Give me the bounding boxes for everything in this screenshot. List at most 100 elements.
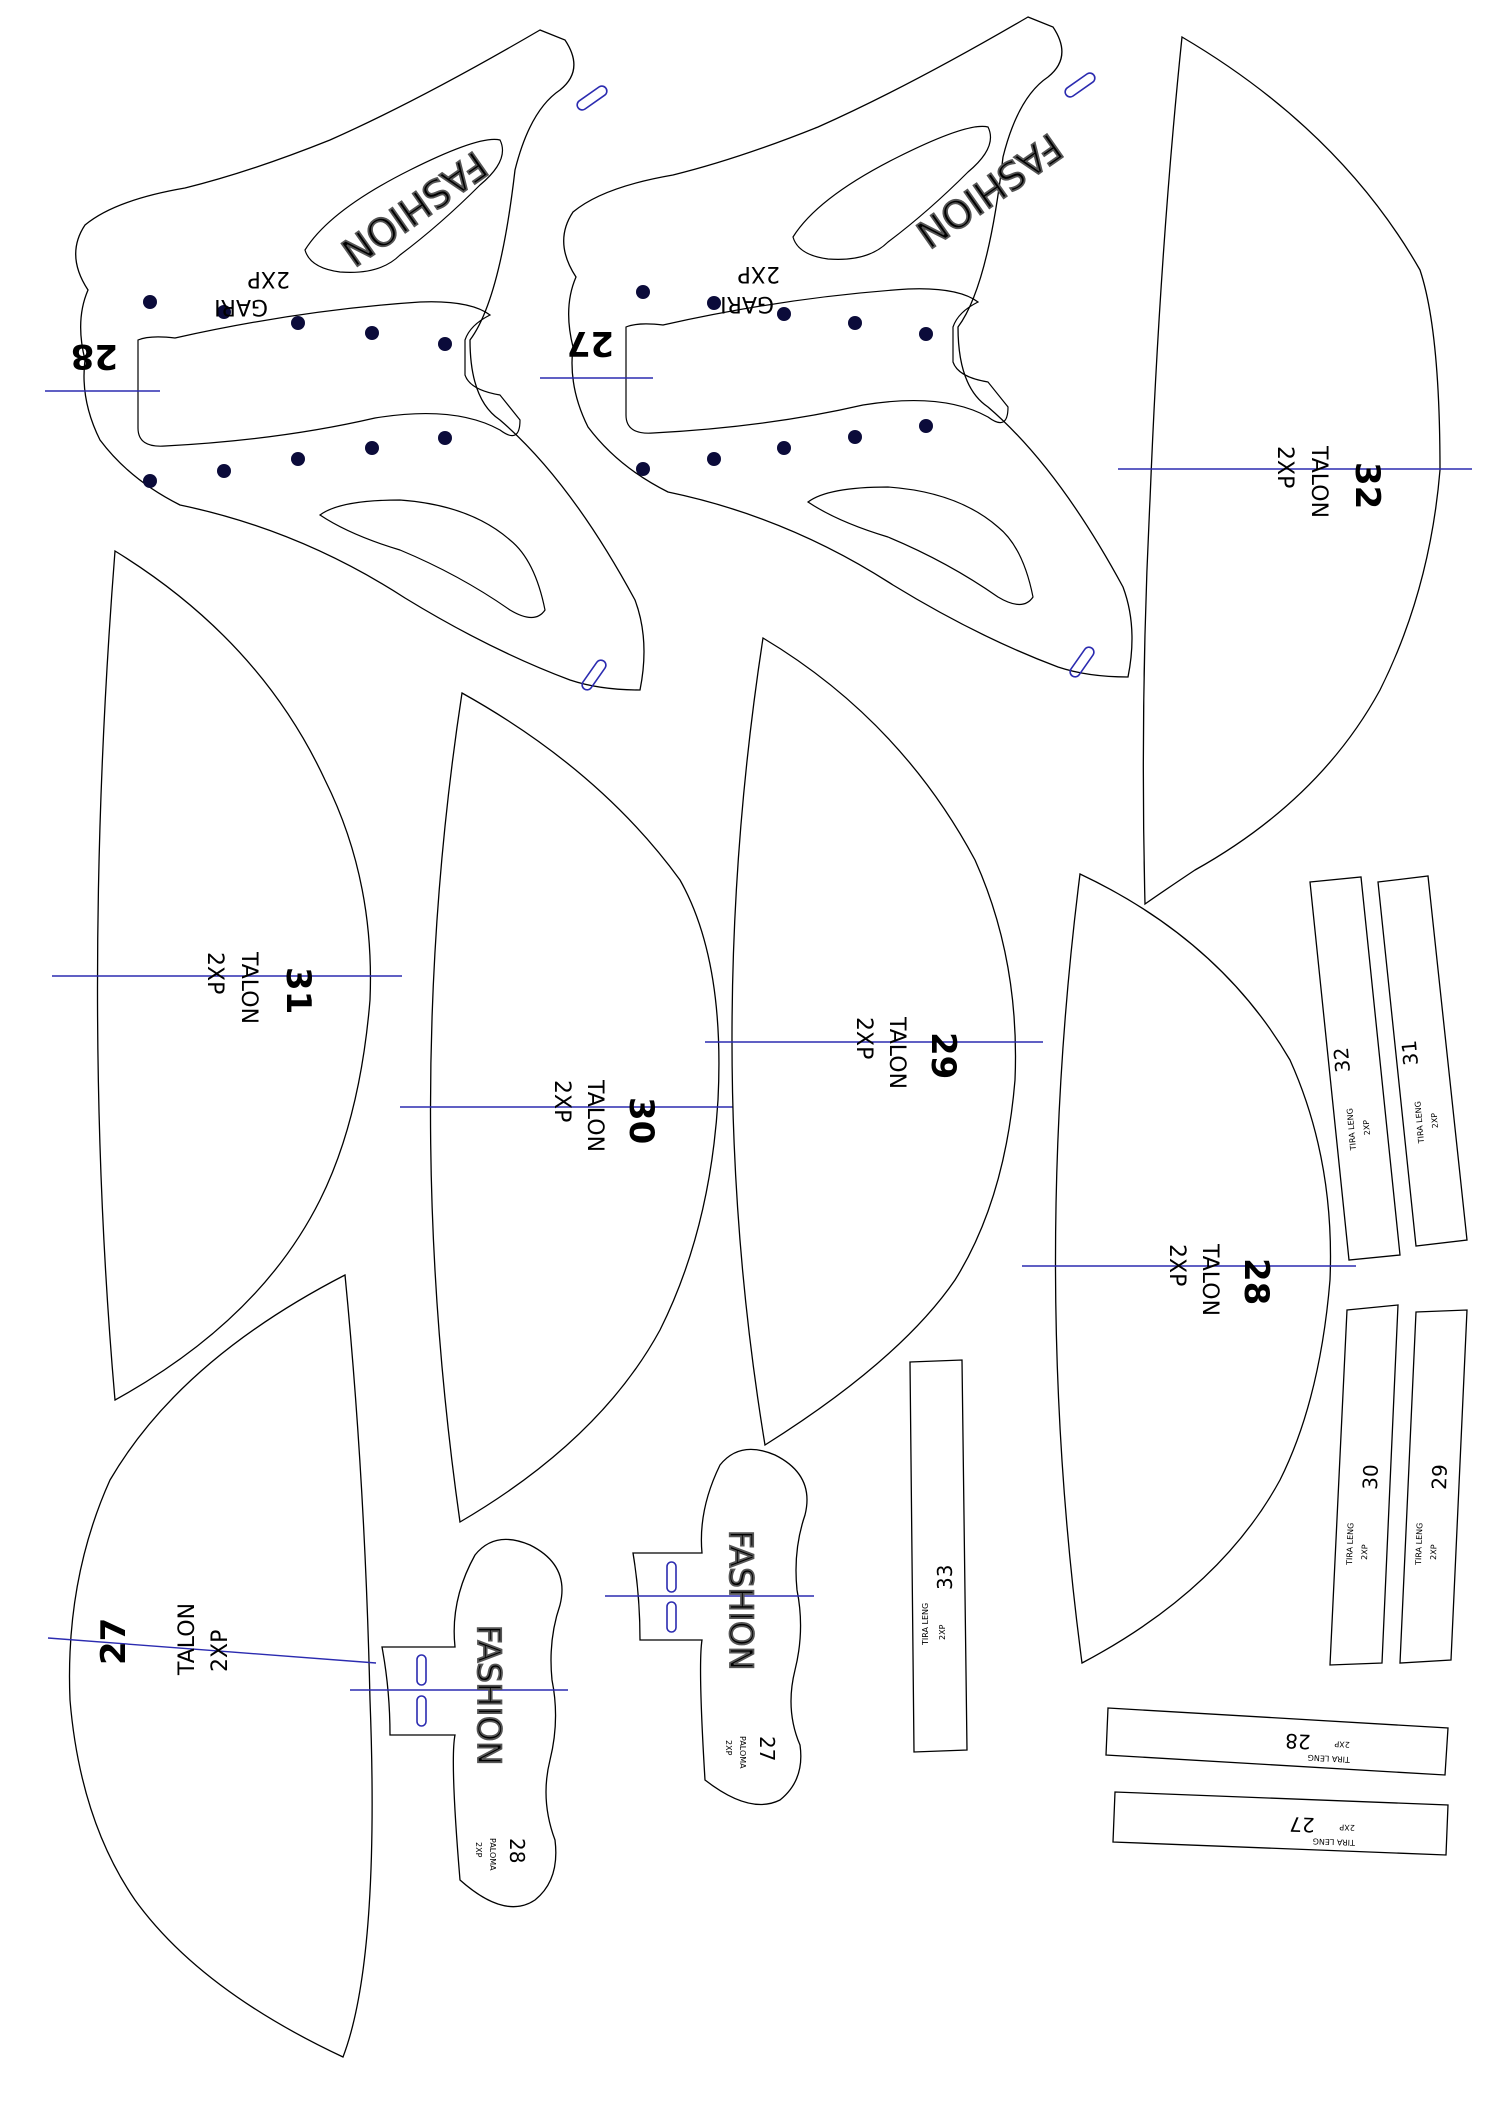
eyelet-hole	[919, 327, 933, 341]
vamp-slot	[1069, 646, 1095, 678]
eyelet-hole	[365, 441, 379, 455]
size-label: 27	[1289, 1812, 1315, 1837]
tira-strip-31: 31 TIRA LENG 2XP	[1377, 875, 1468, 1247]
paloma-outline	[381, 1538, 563, 1908]
tira-outline	[1377, 875, 1468, 1247]
center-mark	[47, 1637, 377, 1664]
vamp-upper-cutout	[304, 138, 504, 273]
name-label: TALON	[582, 1079, 607, 1152]
qty-label: 2XP	[549, 1080, 574, 1122]
eyelet-hole	[777, 441, 791, 455]
tira-strip-28: 28 TIRA LENG 2XP	[1105, 1707, 1449, 1776]
qty-label: 2XP	[938, 1624, 947, 1640]
brand-logo: FASHION	[470, 1625, 508, 1765]
qty-label: 2XP	[1339, 1822, 1355, 1832]
vamp-outline	[75, 29, 645, 691]
eyelet-hole	[848, 316, 862, 330]
vamp-piece-28: 28 GARI 2XP FASHION	[45, 29, 645, 691]
qty-label: 2XP	[1164, 1244, 1189, 1286]
size-label: 28	[1236, 1258, 1276, 1305]
size-label: 27	[94, 1618, 134, 1665]
eyelet-hole	[291, 452, 305, 466]
eyelet-hole	[438, 431, 452, 445]
talon-piece-27: 27 TALON 2XP	[47, 1273, 377, 2058]
paloma-slot	[666, 1601, 677, 1633]
paloma-outline	[632, 1448, 808, 1806]
size-label: 27	[755, 1736, 779, 1761]
eyelet-hole	[636, 285, 650, 299]
talon-piece-32: 32 TALON 2XP	[1118, 35, 1472, 906]
vamp-center-cutout	[137, 301, 521, 447]
talon-outline	[1142, 35, 1441, 906]
tira-outline	[1105, 1707, 1449, 1776]
tira-outline	[1309, 876, 1401, 1261]
qty-label: 2XP	[1334, 1739, 1350, 1749]
vamp-outline	[563, 16, 1133, 678]
name-label: PALOMA	[738, 1736, 747, 1769]
vamp-upper-cutout	[792, 125, 992, 260]
tira-strip-32: 32 TIRA LENG 2XP	[1309, 876, 1401, 1261]
tira-outline	[909, 1359, 968, 1753]
size-label: 32	[1329, 1046, 1355, 1073]
tira-outline	[1399, 1309, 1468, 1664]
eyelet-hole	[217, 464, 231, 478]
talon-piece-28: 28 TALON 2XP	[1022, 873, 1356, 1665]
tira-strip-29: 29 TIRA LENG 2XP	[1399, 1309, 1468, 1664]
size-label: 31	[278, 967, 318, 1014]
qty-label: 2XP	[208, 1630, 233, 1672]
tira-outline	[1329, 1304, 1399, 1666]
eyelet-hole	[636, 462, 650, 476]
talon-piece-29: 29 TALON 2XP	[705, 636, 1043, 1447]
size-label: 30	[621, 1097, 661, 1144]
vamp-slot	[1064, 72, 1096, 98]
talon-outline	[1054, 873, 1332, 1665]
size-label: 33	[933, 1565, 957, 1590]
talon-outline	[68, 1273, 373, 2058]
name-label: TALON	[1306, 445, 1331, 518]
talon-piece-30: 30 TALON 2XP	[400, 691, 744, 1524]
name-label: TIRA LENG	[921, 1603, 930, 1646]
paloma-piece-27: FASHION 27 PALOMA 2XP	[605, 1448, 814, 1806]
qty-label: 2XP	[1272, 446, 1297, 488]
code-label: GARI	[720, 291, 774, 316]
eyelet-hole	[143, 474, 157, 488]
talon-piece-31: 31 TALON 2XP	[52, 549, 402, 1402]
eyelet-hole	[438, 337, 452, 351]
qty-label: 2XP	[738, 261, 780, 286]
paloma-slot	[666, 1561, 677, 1593]
code-label: GARI	[214, 294, 268, 319]
tira-outline	[1112, 1791, 1449, 1856]
brand-logo: FASHION	[722, 1530, 760, 1670]
qty-label: 2XP	[1430, 1112, 1440, 1128]
qty-label: 2XP	[474, 1842, 483, 1858]
size-label: 30	[1358, 1464, 1383, 1490]
qty-label: 2XP	[851, 1017, 876, 1059]
paloma-slot	[416, 1695, 427, 1727]
qty-label: 2XP	[1429, 1544, 1439, 1560]
eyelet-hole	[365, 326, 379, 340]
name-label: TIRA LENG	[1313, 1837, 1356, 1848]
size-label: 32	[1347, 462, 1387, 509]
vamp-center-cutout	[625, 288, 1009, 434]
size-label: 28	[71, 336, 118, 376]
qty-label: 2XP	[248, 266, 290, 291]
vamp-lower-cutout	[318, 499, 546, 619]
qty-label: 2XP	[1360, 1544, 1370, 1560]
size-label: 27	[567, 323, 614, 363]
name-label: TIRA LENG	[1307, 1753, 1351, 1764]
qty-label: 2XP	[202, 952, 227, 994]
name-label: TIRA LENG	[1414, 1523, 1425, 1566]
name-label: TIRA LENG	[1345, 1523, 1356, 1566]
eyelet-hole	[848, 430, 862, 444]
eyelet-hole	[707, 296, 721, 310]
eyelet-hole	[777, 307, 791, 321]
name-label: TALON	[1197, 1243, 1222, 1316]
eyelet-hole	[143, 295, 157, 309]
name-label: TALON	[236, 951, 261, 1024]
vamp-slot	[576, 85, 608, 111]
paloma-slot	[416, 1654, 427, 1686]
eyelet-hole	[291, 316, 305, 330]
qty-label: 2XP	[1362, 1119, 1372, 1135]
vamp-slot	[581, 659, 607, 691]
